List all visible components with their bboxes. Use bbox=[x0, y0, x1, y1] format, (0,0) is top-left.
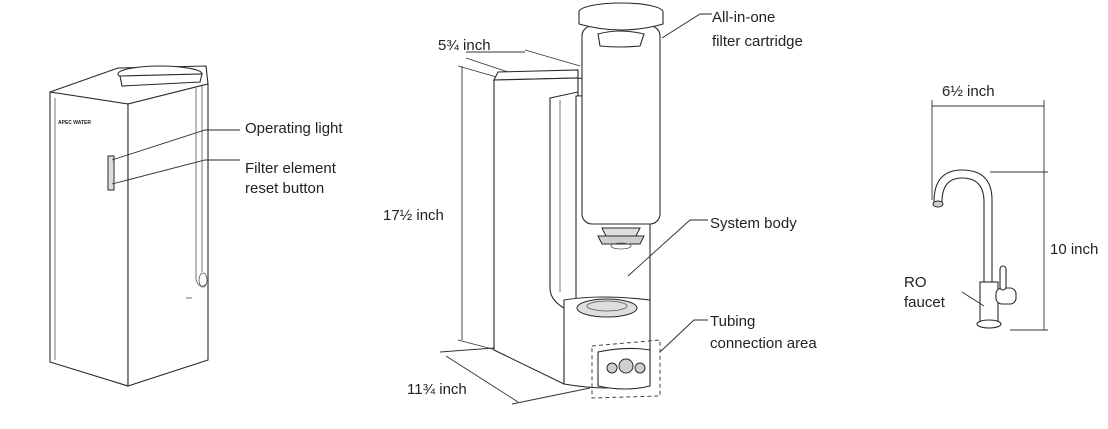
depth-dim-ext bbox=[511, 387, 591, 405]
tubing-port-1 bbox=[606, 362, 618, 374]
cartridge-handle bbox=[597, 30, 645, 48]
reset-button-leader bbox=[111, 159, 240, 185]
unit-side-groove bbox=[195, 88, 207, 287]
cartridge-body bbox=[581, 25, 661, 225]
faucet-base bbox=[976, 319, 1002, 329]
unit-system-view: 5¾ inch 17½ inch 11¾ inch bbox=[383, 2, 817, 405]
unit-top-recess bbox=[119, 73, 203, 87]
faucet-lever bbox=[999, 265, 1007, 291]
unit-side-latch bbox=[198, 272, 208, 288]
cartridge-nozzle bbox=[610, 242, 632, 250]
faucet-body bbox=[979, 281, 999, 323]
reset-button-label-line2: reset button bbox=[245, 180, 324, 197]
depth-dim-line bbox=[445, 355, 519, 403]
system-body-leader bbox=[627, 219, 708, 277]
tubing-port-2 bbox=[618, 358, 634, 374]
width-dim-ext2 bbox=[524, 49, 581, 67]
tubing-port-3 bbox=[634, 362, 646, 374]
cartridge-label-line1: All-in-one bbox=[712, 9, 775, 26]
tubing-label-line2: connection area bbox=[710, 335, 817, 352]
unit-front-view: APEC WATER Operating light Filter elemen… bbox=[49, 65, 343, 387]
faucet-width-label: 6½ inch bbox=[942, 83, 995, 100]
cartridge-cap-side bbox=[578, 12, 664, 31]
faucet-handle-base bbox=[995, 287, 1017, 305]
cartridge-seat-inner bbox=[586, 300, 628, 312]
width-dimension-label: 5¾ inch bbox=[438, 37, 491, 54]
unit-side-face bbox=[127, 83, 209, 387]
height-dimension-label: 17½ inch bbox=[383, 207, 444, 224]
reset-button-label-line1: Filter element bbox=[245, 160, 337, 177]
faucet-leader bbox=[961, 291, 985, 307]
cartridge-connector bbox=[597, 235, 645, 245]
faucet-label-line2: faucet bbox=[904, 294, 946, 311]
system-body-label: System body bbox=[710, 215, 797, 232]
filter-cartridge bbox=[578, 2, 664, 250]
faucet-label-line1: RO bbox=[904, 274, 927, 291]
cartridge-label-line2: filter cartridge bbox=[712, 33, 803, 50]
unit-front-face bbox=[49, 91, 129, 387]
tubing-area-outline bbox=[591, 339, 661, 399]
tubing-label-line1: Tubing bbox=[710, 313, 755, 330]
faucet-gooseneck bbox=[933, 169, 993, 283]
cartridge-leader bbox=[661, 13, 712, 39]
tubing-leader bbox=[659, 319, 708, 353]
operating-light-label: Operating light bbox=[245, 120, 343, 137]
height-dim-top bbox=[457, 65, 501, 79]
unit-brand-logo: APEC WATER bbox=[58, 120, 91, 126]
depth-dimension-label: 11¾ inch bbox=[407, 381, 467, 398]
system-front-column bbox=[549, 91, 579, 309]
cartridge-neck bbox=[601, 227, 641, 237]
faucet-height-label: 10 inch bbox=[1050, 241, 1098, 258]
operating-light-indicator bbox=[107, 155, 115, 191]
cartridge-seat bbox=[576, 298, 638, 318]
depth-dim-ext2 bbox=[439, 347, 495, 353]
operating-light-leader bbox=[111, 129, 240, 161]
faucet-spout-tip bbox=[932, 200, 944, 208]
ro-faucet-view: 6½ inch 10 inch RO faucet bbox=[904, 83, 1098, 331]
